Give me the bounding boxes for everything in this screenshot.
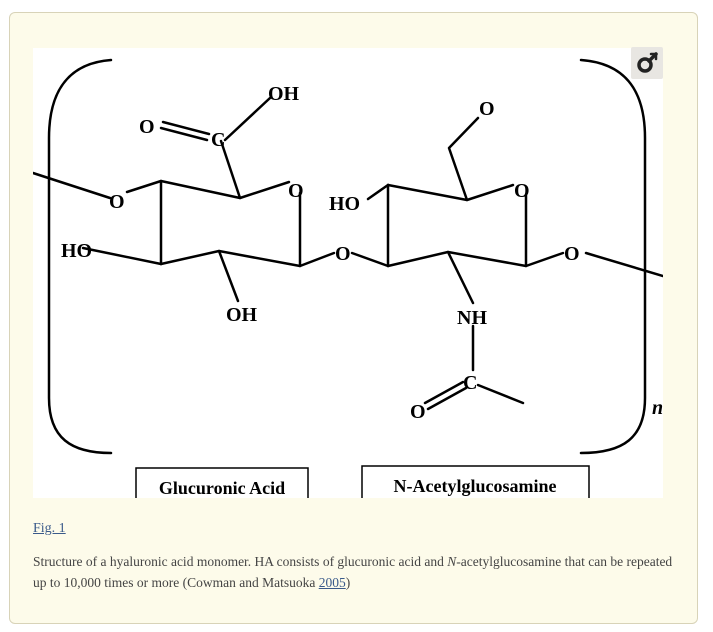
label-ho-left: HO	[61, 240, 92, 262]
label-o-link-left: O	[109, 191, 125, 213]
label-oh-top: OH	[268, 83, 300, 105]
caption-text-1: Structure of a hyaluronic acid monomer. …	[33, 554, 448, 569]
reference-link[interactable]: 2005	[318, 575, 346, 590]
zoom-icon	[637, 52, 658, 73]
label-o-glyco: O	[335, 243, 351, 265]
label-o-ring2: O	[514, 180, 530, 202]
figure-caption: Structure of a hyaluronic acid monomer. …	[33, 551, 673, 593]
figure-image[interactable]: OH O C O O HO OH O O HO O O NH C O n Glu…	[33, 48, 663, 498]
caption-text-3: )	[345, 575, 351, 590]
nacetyl-label: N-Acetylglucosamine	[394, 476, 557, 496]
glucuronic-box	[135, 467, 309, 498]
figure-link[interactable]: Fig. 1	[33, 521, 66, 536]
glucuronic-label: Glucuronic Acid	[159, 478, 285, 498]
left-bracket	[47, 58, 113, 455]
label-c-carboxyl: C	[211, 129, 225, 151]
nacetyl-box	[361, 465, 590, 498]
caption-italic-n: N	[447, 554, 457, 569]
label-oh-bottom: OH	[226, 304, 258, 326]
right-bracket	[579, 58, 647, 455]
label-o-ring1: O	[288, 180, 304, 202]
zoom-button[interactable]	[631, 47, 663, 79]
label-n-subscript: n	[652, 397, 663, 419]
hyaluronic-acid-structure: OH O C O O HO OH O O HO O O NH C O n Glu…	[33, 58, 663, 498]
label-nh: NH	[457, 307, 487, 329]
figure-panel: OH O C O O HO OH O O HO O O NH C O n Glu…	[9, 12, 698, 624]
label-o-link-right: O	[564, 243, 580, 265]
label-o-ch2: O	[479, 98, 495, 120]
label-o-acetyl: O	[410, 401, 426, 423]
caption-text-2: -acetylglucosamine that can be repeated …	[33, 554, 673, 590]
label-o-carboxyl: O	[139, 116, 155, 138]
label-c-acetyl: C	[463, 372, 477, 394]
label-ho-ring2: HO	[329, 193, 360, 215]
